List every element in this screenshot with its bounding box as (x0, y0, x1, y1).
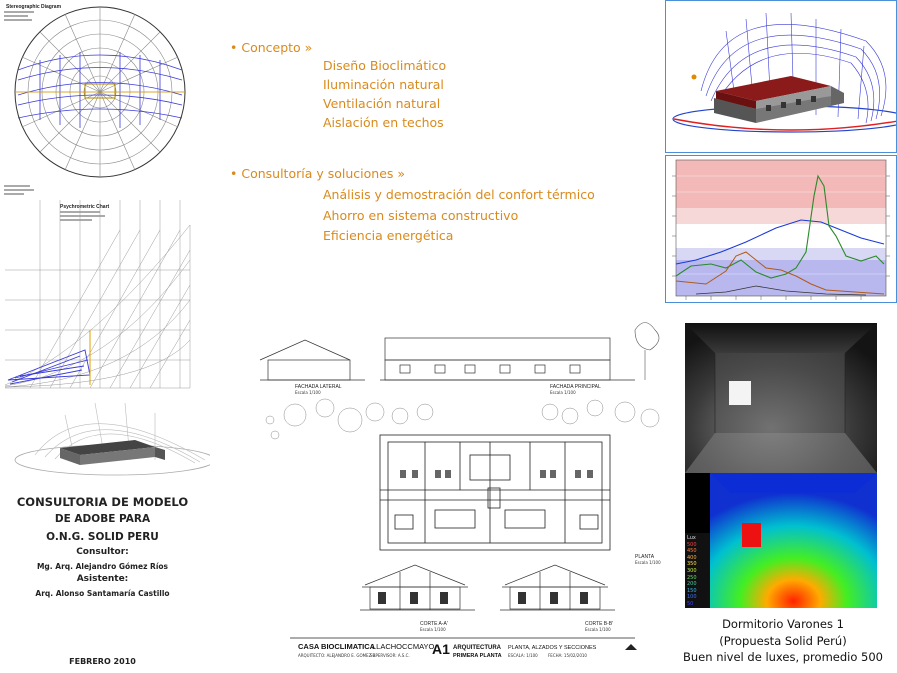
psychrometric-title: Psychrometric Chart (60, 204, 110, 210)
cover-title-line3: O.N.G. SOLID PERU (46, 531, 159, 543)
cover-title-line2: DE ADOBE PARA (54, 513, 151, 525)
title-block-place: LLACHOCCMAYO (372, 642, 435, 651)
legend-250: 250 (687, 574, 697, 581)
legend-200: 200 (687, 581, 697, 588)
elevation-main-scale: Escala 1/100 (550, 390, 576, 395)
legend-350: 350 (687, 561, 697, 568)
render-caption-line2: (Propuesta Solid Perú) (719, 634, 847, 648)
plan-scale: Escala 1/100 (635, 560, 661, 565)
title-block-date: FECHA: 15/02/2010 (548, 653, 587, 658)
plan-label: PLANTA (635, 554, 655, 560)
cover-date: FEBRERO 2010 (69, 657, 136, 666)
concept-item-2: Iluminación natural (323, 77, 444, 92)
thermal-comfort-chart (665, 155, 897, 303)
legend-150: 150 (687, 587, 697, 594)
title-block-sheet: A1 (432, 641, 450, 657)
consultant-label: Consultor: (76, 547, 129, 557)
render-caption-line3: Buen nivel de luxes, promedio 500 (683, 650, 883, 664)
title-block-name: CASA BIOCLIMATICA (298, 642, 376, 651)
sunpath-render-large (665, 0, 897, 153)
interior-render-falsecolor: Lux 500 450 400 350 300 250 200 150 100 … (685, 473, 877, 608)
legend-300: 300 (687, 567, 697, 574)
psychrometric-chart: Psychrometric Chart (0, 200, 205, 395)
assistant-name: Arq. Alonso Santamaría Castillo (35, 589, 170, 598)
assistant-label: Asistente: (76, 574, 129, 584)
consulting-item-2: Ahorro en sistema constructivo (323, 208, 519, 223)
legend-500: 500 (687, 541, 697, 548)
cover-title-line1: CONSULTORIA DE MODELO (16, 495, 189, 509)
title-block-architect: ARQUITECTO: ALEJANDRO E. GOMEZ R. (298, 653, 377, 658)
title-block-scale: ESCALA: 1/100 (508, 653, 538, 658)
render-caption-line1: Dormitorio Varones 1 (722, 617, 844, 631)
concept-heading: • Concepto » (230, 40, 313, 55)
stereographic-title: Stereographic Diagram (6, 4, 62, 10)
title-block-floor: PRIMERA PLANTA (453, 653, 502, 659)
elevation-main-label: FACHADA PRINCIPAL (550, 384, 601, 390)
title-block-discipline: ARQUITECTURA (453, 645, 502, 651)
consultant-name: Mg. Arq. Alejandro Gómez Ríos (36, 562, 169, 571)
section-b-label: CORTE B-B' (585, 621, 613, 627)
concept-item-3: Ventilación natural (323, 96, 441, 111)
title-block-contents: PLANTA, ALZADOS Y SECCIONES (508, 645, 597, 651)
interior-render-gray (685, 323, 877, 473)
elevation-lateral-scale: Escala 1/100 (295, 390, 321, 395)
legend-100: 100 (687, 594, 697, 601)
section-a-scale: Escala 1/100 (420, 627, 446, 632)
section-b-scale: Escala 1/100 (585, 627, 611, 632)
consulting-heading: • Consultoría y soluciones » (230, 166, 406, 181)
concept-item-1: Diseño Bioclimático (323, 58, 447, 73)
title-block-supervisor: SUPERVISOR: A.S.C. (370, 653, 410, 658)
legend-unit: Lux (687, 535, 696, 541)
section-a-label: CORTE A-A' (420, 621, 448, 627)
architectural-drawings: FACHADA LATERAL Escala 1/100 FACHADA PRI… (250, 320, 670, 670)
consulting-item-1: Análisis y demostración del confort térm… (323, 187, 595, 202)
falsecolor-legend: Lux 500 450 400 350 300 250 200 150 100 … (687, 535, 709, 608)
elevation-lateral-label: FACHADA LATERAL (295, 384, 342, 390)
concept-item-4: Aislación en techos (323, 115, 444, 130)
legend-450: 450 (687, 548, 697, 555)
stereographic-diagram: Stereographic Diagram (0, 0, 205, 200)
legend-400: 400 (687, 554, 697, 561)
north-arrow-icon (625, 644, 637, 650)
consulting-item-3: Eficiencia energética (323, 228, 454, 243)
sunpath-render-small (5, 395, 210, 480)
legend-50: 50 (687, 600, 694, 607)
